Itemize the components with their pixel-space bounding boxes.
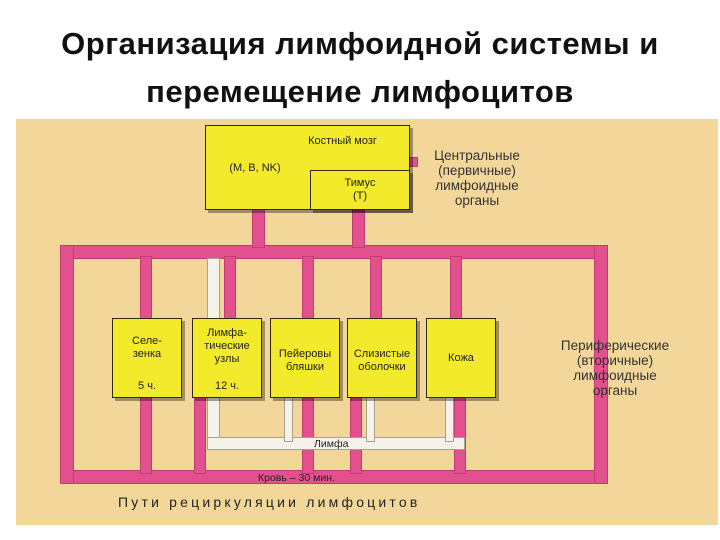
peripheral-organs-label: Периферические (вторичные) лимфоидные ор… <box>560 338 670 398</box>
blood-vessel-lymph-out <box>194 396 206 474</box>
lymph-vessel-bottom <box>207 437 465 450</box>
blood-vessel-spleen-out <box>140 396 152 474</box>
bone-marrow-cells: (M, B, NK) <box>229 162 281 174</box>
peyers-patches-box: Пейеровы бляшки <box>270 318 340 398</box>
recirculation-caption: Пути рециркуляции лимфоцитов <box>118 494 421 510</box>
page-title-line1: Организация лимфоидной системы и <box>61 26 659 61</box>
thymus-label: Тимус (T) <box>344 177 376 202</box>
skin-label: Кожа <box>448 352 474 364</box>
blood-vessel-right <box>594 245 608 484</box>
lymph-vessel-from-peyers <box>284 396 293 442</box>
spleen-box: Селе- зенка 5 ч. <box>112 318 182 398</box>
thymus-box: Тимус (T) <box>310 170 410 210</box>
bone-marrow-box: Костный мозг (M, B, NK) <box>205 125 410 210</box>
blood-vessel-to-mucosa <box>370 256 382 320</box>
spleen-time: 5 ч. <box>138 380 156 392</box>
lymph-nodes-label: Лимфа- тические узлы <box>204 327 250 365</box>
blood-vessel-to-lymph-nodes <box>224 256 236 320</box>
blood-vessel-thymus-down <box>352 208 365 248</box>
mucosa-box: Слизистые оболочки <box>347 318 417 398</box>
blood-vessel-to-spleen <box>140 256 152 320</box>
peyers-patches-label: Пейеровы бляшки <box>278 348 332 373</box>
lymph-nodes-time: 12 ч. <box>214 380 240 392</box>
spleen-label: Селе- зенка <box>132 335 162 360</box>
blood-vessel-to-peyers <box>302 256 314 320</box>
mucosa-label: Слизистые оболочки <box>353 348 411 373</box>
lymph-label: Лимфа <box>314 438 349 450</box>
lymph-vessel-from-skin <box>445 396 454 442</box>
blood-vessel-peyers-out <box>302 396 314 474</box>
blood-vessel-marrow-down <box>252 208 265 248</box>
blood-vessel-left <box>60 245 74 484</box>
blood-vessel-skin-out <box>454 396 466 474</box>
lymph-nodes-box: Лимфа- тические узлы 12 ч. <box>192 318 262 398</box>
bone-marrow-label: Костный мозг <box>308 135 377 147</box>
lymph-vessel-from-mucosa <box>366 396 375 442</box>
blood-vessel-to-skin <box>450 256 462 320</box>
page-title-line2: перемещение лимфоцитов <box>146 74 574 109</box>
blood-label: Кровь – 30 мин. <box>258 472 335 484</box>
skin-box: Кожа <box>426 318 496 398</box>
central-organs-label: Центральные (первичные) лимфоидные орган… <box>434 148 520 208</box>
blood-vessel-mucosa-out <box>350 396 362 474</box>
